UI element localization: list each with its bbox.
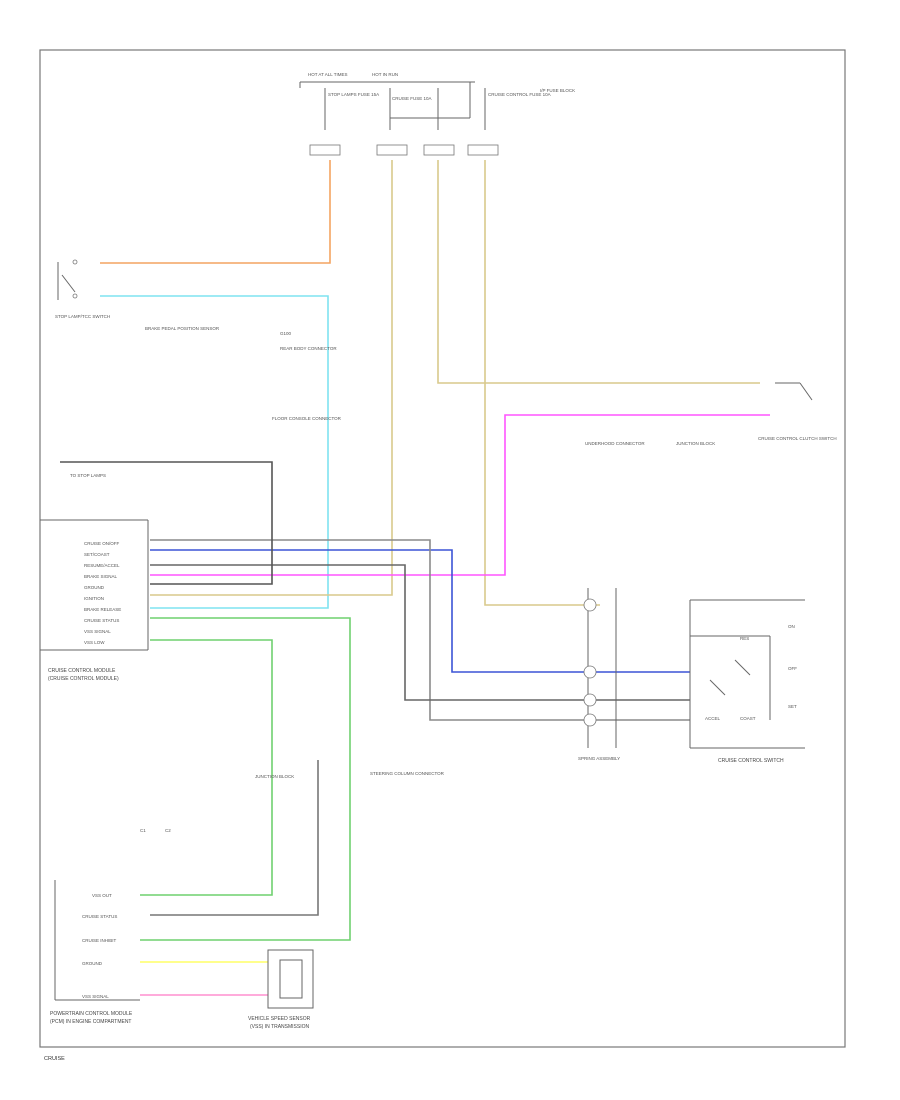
fuse-hot-at-all-times-label: HOT AT ALL TIMES [308,72,348,77]
module-pin-5: GROUND [84,585,105,590]
module-pin-4: BRAKE SIGNAL [84,574,118,579]
brake-pedal-sensor-label: BRAKE PEDAL POSITION SENSOR [145,326,220,331]
pcm-connector-c2: C2 [165,828,171,833]
fuse-block: HOT AT ALL TIMES HOT IN RUN STOP LAMPS F… [299,72,575,156]
spring-assembly-label: SPRING ASSEMBLY [578,756,620,761]
vehicle-speed-sensor: VEHICLE SPEED SENSOR (VSS) IN TRANSMISSI… [248,949,314,1030]
fuse-stop-lamps: STOP LAMPS FUSE 15A [328,92,379,97]
underhood-connector-label: UNDERHOOD CONNECTOR [585,441,645,446]
module-pin-1: CRUISE ON/OFF [84,541,120,546]
pcm-block: VSS OUT CRUISE STATUS CRUISE INHIBIT GRO… [50,828,171,1025]
cruise-module-label: CRUISE CONTROL MODULE [48,668,116,674]
floor-console-connector-label: FLOOR CONSOLE CONNECTOR [272,416,342,421]
module-pin-9: VSS SIGNAL [84,629,111,634]
pcm-pin-3: CRUISE INHIBIT [82,938,117,943]
wire-blue-set-coast [150,549,690,673]
wire-tan-cruise-fuse [150,160,393,596]
fuse-panel-label: I/P FUSE BLOCK [540,88,575,93]
fuse-cruise-control: CRUISE CONTROL FUSE 10A [488,92,551,97]
stop-lamp-switch: STOP LAMP/TCC SWITCH [55,259,110,319]
pcm-pin-5: VSS SIGNAL [82,994,109,999]
stop-lamps-label: TO STOP LAMPS [70,473,106,478]
rear-body-connector-label: REAR BODY CONNECTOR [280,346,337,351]
module-pin-8: CRUISE STATUS [84,618,119,623]
module-pin-7: BRAKE RELEASE [84,607,121,612]
wire-magenta-brake-signal [150,414,770,576]
module-pin-6: IGNITION [84,596,104,601]
module-pin-3: RESUME/ACCEL [84,563,120,568]
jct-block-lower-label: JUNCTION BLOCK [255,774,294,779]
cruise-module-sublabel: (CRUISE CONTROL MODULE) [48,676,119,682]
wire-green-vss-signal [140,617,351,941]
wire-tan-clutch [437,160,760,384]
cruise-control-switch: ON OFF SET RES ACCEL COAST CRUISE CONTRO… [705,624,797,764]
wire-grey-cruise-onoff [150,539,690,721]
switch-label-accel: ACCEL [705,716,721,721]
ground-label: G100 [280,331,292,336]
steering-column-connector-label: STEERING COLUMN CONNECTOR [370,771,445,776]
spring-assembly: SPRING ASSEMBLY [578,588,620,761]
fuse-hot-in-run-label: HOT IN RUN [372,72,398,77]
wire-tan-cruise-switch [484,160,600,606]
vss-sublabel: (VSS) IN TRANSMISSION [250,1024,309,1030]
switch-label-set: SET [788,704,797,709]
diagram-frame [39,49,846,1048]
wire-black-ground [60,461,273,585]
switch-label-on: ON [788,624,795,629]
wire-grey-resume [150,564,690,701]
switch-label-off: OFF [788,666,797,671]
pcm-pin-1: VSS OUT [92,893,112,898]
wire-grey-cruise-status [150,760,319,916]
fuse-cruise: CRUISE FUSE 10A [392,96,432,101]
pcm-pin-2: CRUISE STATUS [82,914,117,919]
module-pin-2: SET/COAST [84,552,110,557]
footer-label: CRUISE [44,1056,65,1062]
stop-lamp-switch-label: STOP LAMP/TCC SWITCH [55,314,110,319]
pcm-sublabel: (PCM) IN ENGINE COMPARTMENT [50,1019,131,1025]
switch-label-coast: COAST [740,716,756,721]
pcm-pin-4: GROUND [82,961,103,966]
junction-block-label: JUNCTION BLOCK [676,441,715,446]
wire-green-vss-low [140,639,273,896]
clutch-switch: CRUISE CONTROL CLUTCH SWITCH [758,382,837,441]
vss-label: VEHICLE SPEED SENSOR [248,1016,311,1022]
switch-label-res: RES [740,636,749,641]
cruise-control-module: CRUISE ON/OFF SET/COAST RESUME/ACCEL BRA… [40,519,149,682]
pcm-connector-c1: C1 [140,828,146,833]
cruise-switch-label: CRUISE CONTROL SWITCH [718,758,784,764]
pcm-label: POWERTRAIN CONTROL MODULE [50,1011,133,1017]
wire-cyan-brake-release [100,295,329,609]
wire-orange-stop-lamp [100,160,331,264]
clutch-switch-label: CRUISE CONTROL CLUTCH SWITCH [758,436,837,441]
module-pin-10: VSS LOW [84,640,105,645]
